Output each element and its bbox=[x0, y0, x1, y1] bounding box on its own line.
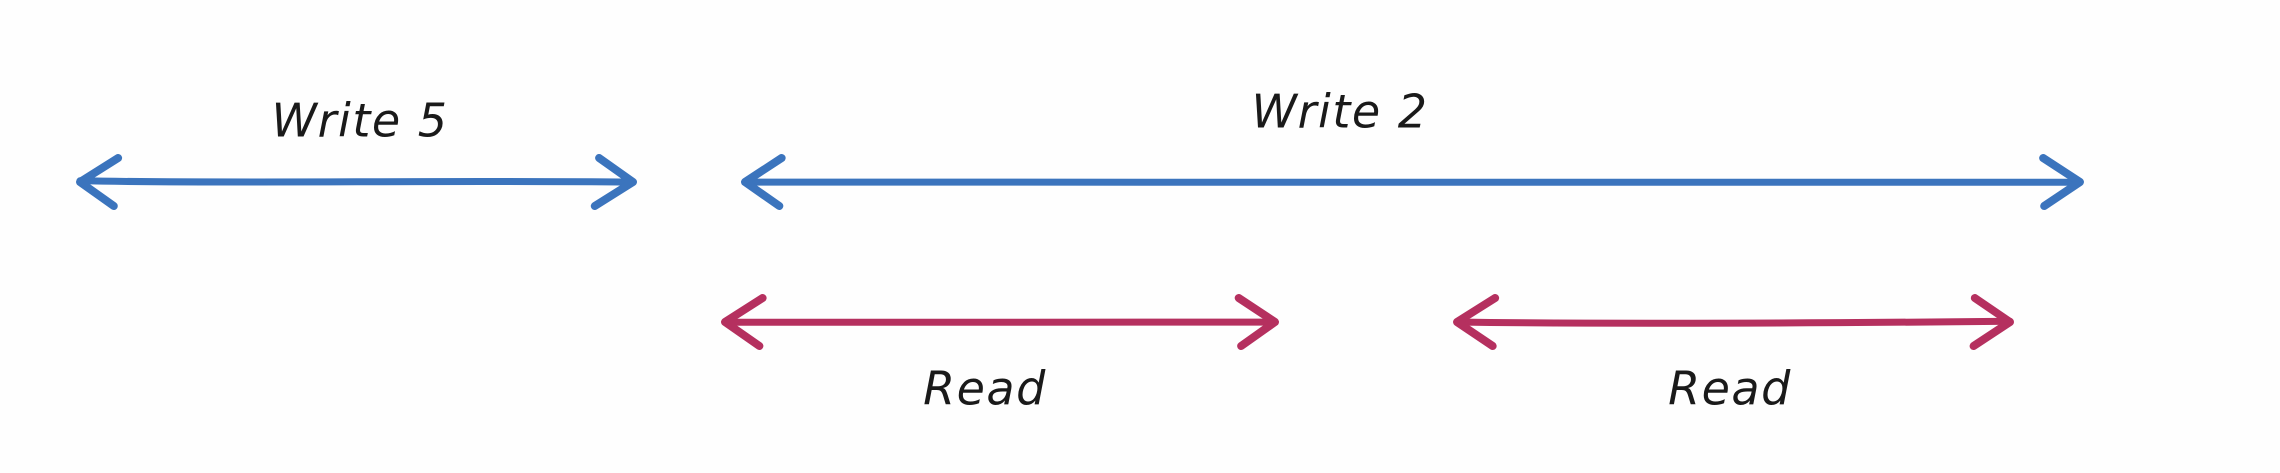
read-2-arrowhead-left bbox=[1453, 294, 1500, 350]
read-1-arrowhead-right bbox=[1234, 294, 1279, 350]
write-5-label: Write 5 bbox=[271, 94, 448, 148]
read-2-arrow-shaft bbox=[1453, 317, 2014, 327]
read-1-label: Read bbox=[923, 362, 1047, 416]
write-5-arrowhead-left bbox=[76, 154, 123, 210]
write-2-arrowhead-left bbox=[741, 154, 786, 210]
write-2-label: Write 2 bbox=[1251, 85, 1428, 139]
read-2-arrow-group[interactable]: Read bbox=[1453, 294, 2014, 416]
write-2-arrow-group[interactable]: Write 2 bbox=[741, 85, 2084, 210]
write-2-arrowhead-right bbox=[2039, 154, 2084, 210]
read-1-arrowhead-left bbox=[721, 294, 767, 350]
write-2-arrow-shaft bbox=[741, 178, 2084, 186]
read-1-arrow-shaft bbox=[721, 317, 1279, 326]
read-2-label: Read bbox=[1668, 362, 1792, 416]
write-5-arrow-shaft bbox=[76, 177, 637, 186]
write-5-arrowhead-right bbox=[590, 154, 637, 210]
write-5-arrow-group[interactable]: Write 5 bbox=[76, 94, 637, 210]
read-2-arrowhead-right bbox=[1969, 294, 2014, 350]
read-1-arrow-group[interactable]: Read bbox=[721, 294, 1279, 416]
